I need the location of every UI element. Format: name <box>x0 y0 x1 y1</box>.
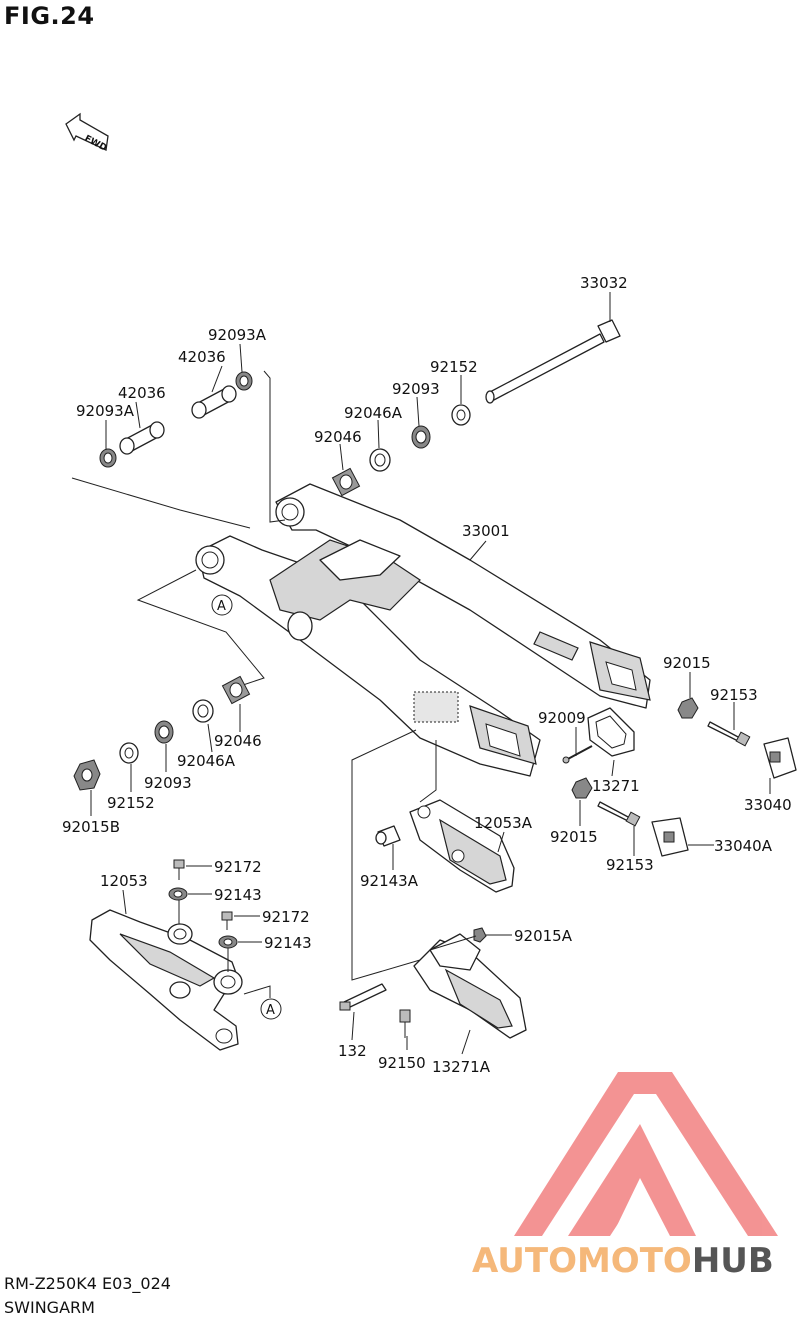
part-label-92093A-left: 92093A <box>76 402 135 420</box>
bolt-92153-middle <box>597 801 641 827</box>
collar-left <box>119 421 165 455</box>
part-label-92015A: 92015A <box>514 927 573 945</box>
part-label-92150: 92150 <box>378 1054 426 1072</box>
chain-slider <box>409 799 515 893</box>
part-label-92153-middle: 92153 <box>606 856 654 874</box>
section-name: SWINGARM <box>4 1298 95 1317</box>
seal-top <box>235 371 253 391</box>
part-label-92172-a: 92172 <box>214 858 262 876</box>
part-label-92093-bottom: 92093 <box>144 774 192 792</box>
bearing-92046-bottom <box>221 675 251 705</box>
part-label-12053A: 12053A <box>474 814 533 832</box>
pivot-shaft <box>485 319 621 404</box>
model-code: RM-Z250K4 E03_024 <box>4 1274 171 1293</box>
part-label-132: 132 <box>338 1042 367 1060</box>
part-label-92093-top: 92093 <box>392 380 440 398</box>
guide-plate-13271 <box>587 707 635 757</box>
part-label-92143-b: 92143 <box>264 934 312 952</box>
part-label-92009: 92009 <box>538 709 586 727</box>
part-label-92046A-top: 92046A <box>344 404 403 422</box>
adjuster-33040 <box>763 737 797 779</box>
watermark-logo <box>514 1072 778 1236</box>
part-label-92152-bottom: 92152 <box>107 794 155 812</box>
collar-top <box>191 385 237 419</box>
linkage-rocker-arm <box>89 909 243 1051</box>
part-label-92015-right: 92015 <box>663 654 711 672</box>
part-label-92046-top: 92046 <box>314 428 362 446</box>
washer-92152-bottom <box>119 742 139 764</box>
collar-92046A-bottom <box>192 699 214 723</box>
collar-92046A-top <box>369 448 391 472</box>
watermark-text: AUTOMOTOHUB <box>472 1241 774 1281</box>
nut-92015-middle <box>571 777 593 799</box>
reference-circle-a-upper: A <box>211 594 233 616</box>
nut-92015-right <box>677 697 699 719</box>
part-label-33040: 33040 <box>744 796 792 814</box>
svg-text:A: A <box>217 599 226 614</box>
bolt-92015A <box>473 927 487 943</box>
adjuster-33040A <box>651 817 689 857</box>
part-label-33040A: 33040A <box>714 837 773 855</box>
part-label-92015B: 92015B <box>62 818 120 836</box>
watermark-text-part1: AUTOMOTO <box>472 1241 692 1281</box>
seal-92093-bottom <box>154 720 174 744</box>
part-label-42036-a: 42036 <box>178 348 226 366</box>
washer-92143-a <box>168 887 188 901</box>
chain-guide <box>413 933 527 1039</box>
part-labels: 33032 92093A 42036 92152 42036 92093 920… <box>62 274 792 1076</box>
part-label-92093A-top: 92093A <box>208 326 267 344</box>
part-label-92143A: 92143A <box>360 872 419 890</box>
bolt-132 <box>339 983 387 1011</box>
screw-92172-b <box>221 911 233 930</box>
svg-text:A: A <box>266 1003 275 1018</box>
screw-92172-a <box>173 859 185 880</box>
part-label-92153-right: 92153 <box>710 686 758 704</box>
part-label-33032: 33032 <box>580 274 628 292</box>
part-label-92046-bottom: 92046 <box>214 732 262 750</box>
part-label-92152-top: 92152 <box>430 358 478 376</box>
part-label-42036-b: 42036 <box>118 384 166 402</box>
washer-92143-b <box>218 935 238 949</box>
watermark-text-part2: HUB <box>692 1241 774 1281</box>
screw-92009 <box>562 745 593 764</box>
bolt-92153-right <box>707 721 751 747</box>
part-label-92172-b: 92172 <box>262 908 310 926</box>
part-label-13271A: 13271A <box>432 1058 491 1076</box>
part-label-92015-middle: 92015 <box>550 828 598 846</box>
reference-circle-a-lower: A <box>260 998 282 1020</box>
part-label-92046A-bottom: 92046A <box>177 752 236 770</box>
seal-92093-top <box>411 425 431 449</box>
part-label-33001: 33001 <box>462 522 510 540</box>
swingarm-body <box>195 483 651 777</box>
seal-left <box>99 448 117 468</box>
nut-92015B <box>73 759 101 791</box>
bearing-92046-top <box>331 467 361 497</box>
part-label-12053: 12053 <box>100 872 148 890</box>
bolt-92150 <box>399 1009 411 1038</box>
collar-92143A <box>375 825 401 847</box>
fwd-arrow-icon: FWD <box>65 112 109 154</box>
part-label-92143-a: 92143 <box>214 886 262 904</box>
washer-92152-top <box>451 404 471 426</box>
part-label-13271: 13271 <box>592 777 640 795</box>
figure-title: FIG.24 <box>4 2 95 30</box>
